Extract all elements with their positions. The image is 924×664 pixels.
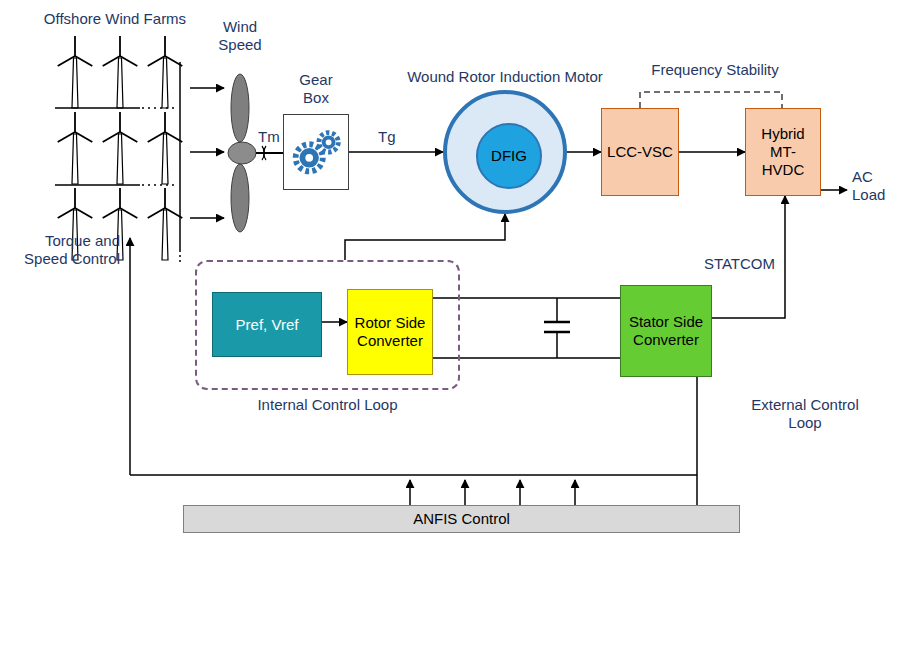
- turbine-blade: [119, 188, 121, 208]
- turbine-blade: [120, 56, 137, 66]
- gear-body: [300, 148, 319, 167]
- gear-body: [322, 136, 336, 150]
- rotor-converter-box: Rotor Side Converter: [347, 289, 433, 375]
- text-label: Tg: [378, 128, 402, 146]
- connector: [349, 151, 443, 153]
- node-text: DFIG: [487, 147, 531, 165]
- turbine-blade: [58, 56, 75, 66]
- text-label: External Control Loop: [745, 396, 865, 432]
- turbine-tower: [162, 58, 168, 108]
- node-heading: Internal Control Loop: [228, 396, 428, 414]
- node-heading: Gear Box: [291, 71, 341, 107]
- anfis-bar: ANFIS Control: [183, 505, 740, 533]
- turbine-blade: [119, 112, 121, 132]
- gear-box: Gear Box: [283, 114, 349, 190]
- node-text: Rotor Side Converter: [348, 314, 432, 350]
- dashed-link: [640, 92, 782, 108]
- edge-label: Frequency Stability: [648, 61, 782, 79]
- gear-hole: [326, 139, 332, 145]
- turbine-tower: [117, 134, 123, 184]
- turbine-blade: [74, 188, 76, 208]
- edge-label: STATCOM: [701, 255, 778, 273]
- wind-rotor: [228, 74, 283, 232]
- turbine-blade: [75, 132, 92, 142]
- node-text: Stator Side Converter: [621, 313, 711, 349]
- gear-hole: [305, 154, 313, 162]
- text-label: AC Load: [852, 168, 898, 204]
- turbine-blade: [164, 36, 166, 56]
- text-label: Torque and Speed Control: [8, 232, 120, 268]
- turbine-blade: [164, 112, 166, 132]
- node-heading: Wound Rotor Induction Motor: [405, 68, 605, 86]
- node-text: Hybrid MT-HVDC: [746, 125, 820, 179]
- turbine-blade: [148, 208, 165, 218]
- turbine-blade: [103, 56, 120, 66]
- turbine-blade: [164, 188, 166, 208]
- turbine-blade: [74, 36, 76, 56]
- gear-icon: [284, 115, 348, 189]
- node-text: ANFIS Control: [409, 510, 514, 528]
- turbine-blade: [58, 208, 75, 218]
- text-label: Wind Speed: [205, 18, 275, 54]
- node-text: Pref, Vref: [232, 316, 303, 334]
- control-loop-group: Internal Control LoopPref, VrefRotor Sid…: [195, 260, 460, 390]
- converter-box: LCC-VSC: [601, 108, 679, 196]
- text-label: Offshore Wind Farms: [40, 10, 190, 28]
- turbine-blade: [75, 56, 92, 66]
- turbine-blade: [120, 208, 137, 218]
- turbine-blade: [120, 132, 137, 142]
- turbine-blade: [74, 112, 76, 132]
- turbine-blade: [58, 132, 75, 142]
- connector: [679, 151, 745, 153]
- wind-turbines: [58, 36, 183, 260]
- turbine-tower: [162, 210, 168, 260]
- dfig-circle: DFIG: [476, 123, 542, 189]
- turbine-blade: [103, 208, 120, 218]
- turbine-blade: [75, 208, 92, 218]
- turbine-tower: [72, 134, 78, 184]
- connector: [345, 214, 505, 260]
- gear-teeth: [319, 133, 338, 152]
- turbine-blade: [119, 36, 121, 56]
- connector: [696, 377, 698, 505]
- turbine-blade: [148, 132, 165, 142]
- turbine-tower: [117, 58, 123, 108]
- stator-converter-box: Stator Side Converter: [620, 285, 712, 377]
- node-text: LCC-VSC: [603, 143, 677, 161]
- induction-motor-circle: Wound Rotor Induction MotorDFIG: [443, 90, 567, 214]
- reference-box: Pref, Vref: [212, 292, 322, 357]
- connector: [433, 297, 620, 299]
- turbine-blade: [103, 132, 120, 142]
- text-label: Tm: [258, 128, 282, 146]
- connector: [322, 321, 347, 323]
- turbine-tower: [72, 58, 78, 108]
- hvdc-box: Hybrid MT-HVDC: [745, 108, 821, 196]
- connector: [567, 151, 601, 153]
- turbine-blade: [148, 56, 165, 66]
- turbine-tower: [162, 134, 168, 184]
- external-loop-wiring: [130, 190, 847, 505]
